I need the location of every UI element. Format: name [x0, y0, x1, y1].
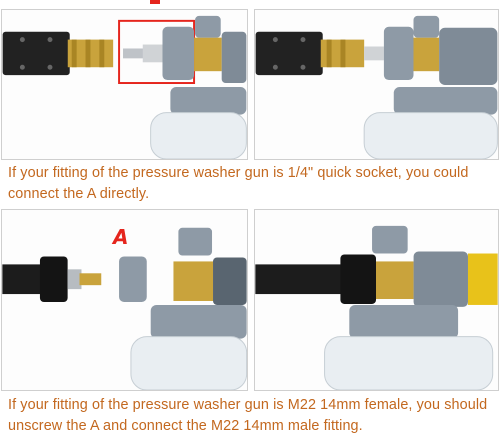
foam-bottle [150, 112, 247, 159]
step-2-caption: If your fitting of the pressure washer g… [8, 397, 488, 434]
gray-nut [162, 26, 195, 81]
top-adjust-knob [178, 227, 213, 256]
photo-connected-quick-socket [254, 9, 499, 160]
photo-m22-connected [254, 209, 499, 391]
quick-socket-illustration [2, 15, 247, 159]
m22-unscrewed-illustration [2, 227, 247, 390]
photo-gun-quick-socket [1, 9, 248, 160]
m22-connected-illustration [255, 225, 498, 390]
yellow-wand [467, 253, 498, 305]
marker-a-top-edge [150, 0, 160, 4]
m22-female-nut [39, 256, 68, 302]
step-1-caption: If your fitting of the pressure washer g… [8, 165, 469, 202]
bottle-cap [150, 304, 247, 339]
m22-male-fitting [173, 261, 214, 301]
gray-nut [119, 256, 147, 302]
photo-m22-hose-unscrewed [1, 209, 248, 391]
marker-a-label: A [113, 225, 129, 249]
gun-body [2, 31, 70, 76]
top-adjust-knob [195, 15, 221, 38]
bottle-cap [170, 86, 247, 115]
hose [2, 264, 42, 295]
quick-plug-a [79, 273, 102, 286]
quick-plug-a [123, 48, 145, 59]
connected-illustration [255, 15, 498, 159]
foam-bottle [130, 336, 247, 390]
